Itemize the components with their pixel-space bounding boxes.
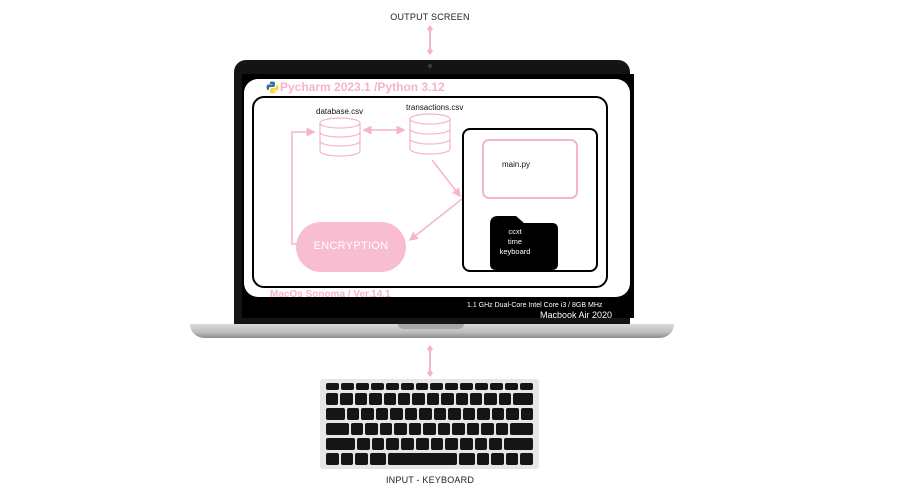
keyboard-function-row [326, 383, 533, 390]
keyboard-space-row [326, 453, 533, 465]
encryption-node [296, 222, 406, 272]
os-version-label: MacOs Sonoma / Ver.14.1 [270, 289, 391, 300]
encryption-label: ENCRYPTION [313, 240, 389, 252]
folder-item-ccxt: ccxt [508, 227, 522, 236]
output-connector-arrow [427, 25, 433, 55]
keyboard-number-row [326, 393, 533, 405]
keyboard-home-row [326, 423, 533, 435]
ide-title: Pycharm 2023.1 /Python 3.12 [280, 80, 445, 94]
folder-item-time: time [507, 237, 523, 246]
webcam-icon [428, 64, 432, 68]
folder-icon [490, 216, 558, 270]
model-label: Macbook Air 2020 [540, 310, 613, 320]
laptop-base [190, 324, 674, 338]
folder-contents: ccxt time keyboard [494, 227, 536, 257]
input-keyboard-label: INPUT - KEYBOARD [385, 475, 475, 485]
database-csv-icon [319, 117, 361, 157]
database-file-label: database.csv [316, 107, 364, 116]
application-module-box [462, 128, 598, 272]
main-py-box [482, 139, 578, 199]
keyboard-top-row [326, 408, 534, 420]
transactions-file-label: transactions.csv [406, 103, 464, 112]
cpu-spec-label: 1.1 GHz Dual-Core Intel Core i3 / 8GB MH… [467, 302, 603, 309]
module-to-encryption-arrow [408, 198, 463, 241]
keyboard [320, 379, 539, 469]
keyboard-shift-row [326, 438, 533, 450]
input-connector-arrow [427, 345, 433, 377]
output-screen-label: OUTPUT SCREEN [390, 12, 470, 22]
project-container [252, 96, 608, 288]
laptop-opening-notch [398, 324, 464, 329]
folder-item-keyboard: keyboard [499, 247, 531, 256]
transactions-to-module-arrow [431, 159, 461, 198]
main-py-label: main.py [502, 160, 531, 169]
transactions-csv-icon [409, 113, 451, 155]
python-logo-icon [266, 81, 279, 94]
encryption-to-database-arrow [291, 127, 316, 245]
